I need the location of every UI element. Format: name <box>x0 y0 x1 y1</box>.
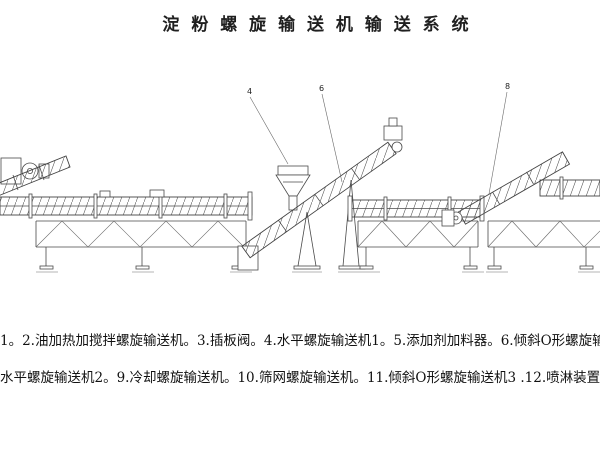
page-title: 淀 粉 螺 旋 输 送 机 输 送 系 统 <box>162 15 472 35</box>
legend-line-1: 1。2.油加热加搅拌螺旋输送机。3.插板阀。4.水平螺旋输送机1。5.添加剂加料… <box>0 333 600 349</box>
inclined-conveyor-left <box>0 155 71 196</box>
leader-line-4 <box>249 96 289 165</box>
callouts: 4 6 8 <box>247 82 510 195</box>
conveyor-schematic: 4 6 8 <box>0 82 600 273</box>
horizontal-conveyor-1 <box>0 189 253 221</box>
callout-8: 8 <box>505 82 510 91</box>
parts-legend: 1。2.油加热加搅拌螺旋输送机。3.插板阀。4.水平螺旋输送机1。5.添加剂加料… <box>0 331 600 405</box>
hopper-feeder <box>275 165 311 211</box>
inclined-conveyor-3 <box>441 151 571 227</box>
leader-line-8 <box>488 91 508 195</box>
legend-line-2: 水平螺旋输送机2。9.冷却螺旋输送机。10.筛网螺旋输送机。11.倾斜O形螺旋输… <box>0 370 600 386</box>
leader-line-6 <box>321 93 343 183</box>
callout-6: 6 <box>319 84 324 93</box>
inclined-conveyor-2 <box>237 117 403 271</box>
right-truss <box>487 176 600 270</box>
callout-4: 4 <box>247 87 252 96</box>
left-truss <box>35 220 247 270</box>
middle-truss <box>357 220 479 270</box>
